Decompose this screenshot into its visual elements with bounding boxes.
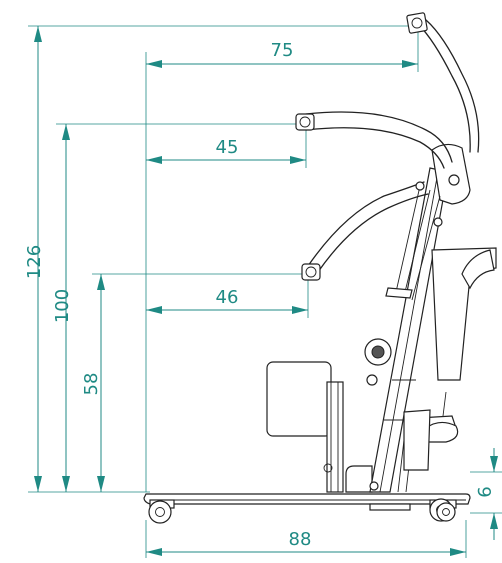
dim-boom-reach-label: 75 xyxy=(271,40,294,61)
control-box xyxy=(403,409,431,471)
dim-lower-arm-reach-label: 46 xyxy=(216,287,239,308)
collar xyxy=(385,287,413,299)
upper-arm-hook xyxy=(295,113,315,131)
dim-ground-clearance: 9 xyxy=(470,448,502,540)
boom-arm xyxy=(417,23,471,153)
lower-arm-hook xyxy=(301,263,321,281)
base-foot-plate xyxy=(369,503,411,511)
base-bolt xyxy=(369,481,379,491)
dim-boom-reach: 75 xyxy=(146,30,419,72)
patient-lift-drawing xyxy=(143,12,497,524)
dim-ground-clearance-label: 9 xyxy=(473,486,494,497)
actuator xyxy=(417,247,497,443)
foot-cover xyxy=(345,465,373,493)
dim-boom-height-label: 100 xyxy=(52,289,73,323)
dim-base-length: 88 xyxy=(145,520,467,558)
dim-lower-height-label: 58 xyxy=(81,373,102,396)
boom-end-hook xyxy=(406,12,428,34)
dim-boom-height: 100 xyxy=(52,123,305,492)
dimension-annotations: 126 100 58 75 xyxy=(24,25,502,558)
dim-lower-arm-reach: 46 xyxy=(146,280,309,318)
dim-base-length-label: 88 xyxy=(289,529,312,550)
lower-arm xyxy=(307,181,425,267)
knee-pad xyxy=(266,361,344,493)
dim-upper-arm-reach-label: 45 xyxy=(216,137,239,158)
dim-lower-height: 58 xyxy=(81,273,305,492)
upper-spreader-arm xyxy=(305,111,453,163)
pivot-knob xyxy=(364,338,392,386)
pivot-cover xyxy=(431,143,471,205)
rear-wheel-b xyxy=(436,502,456,522)
base-chassis xyxy=(143,493,471,511)
dim-total-height: 126 xyxy=(24,25,420,492)
dim-upper-arm-reach: 45 xyxy=(146,128,307,168)
link-rod xyxy=(395,185,421,293)
push-handle xyxy=(425,421,459,443)
front-wheel xyxy=(148,499,175,524)
dim-total-height-label: 126 xyxy=(24,245,45,279)
